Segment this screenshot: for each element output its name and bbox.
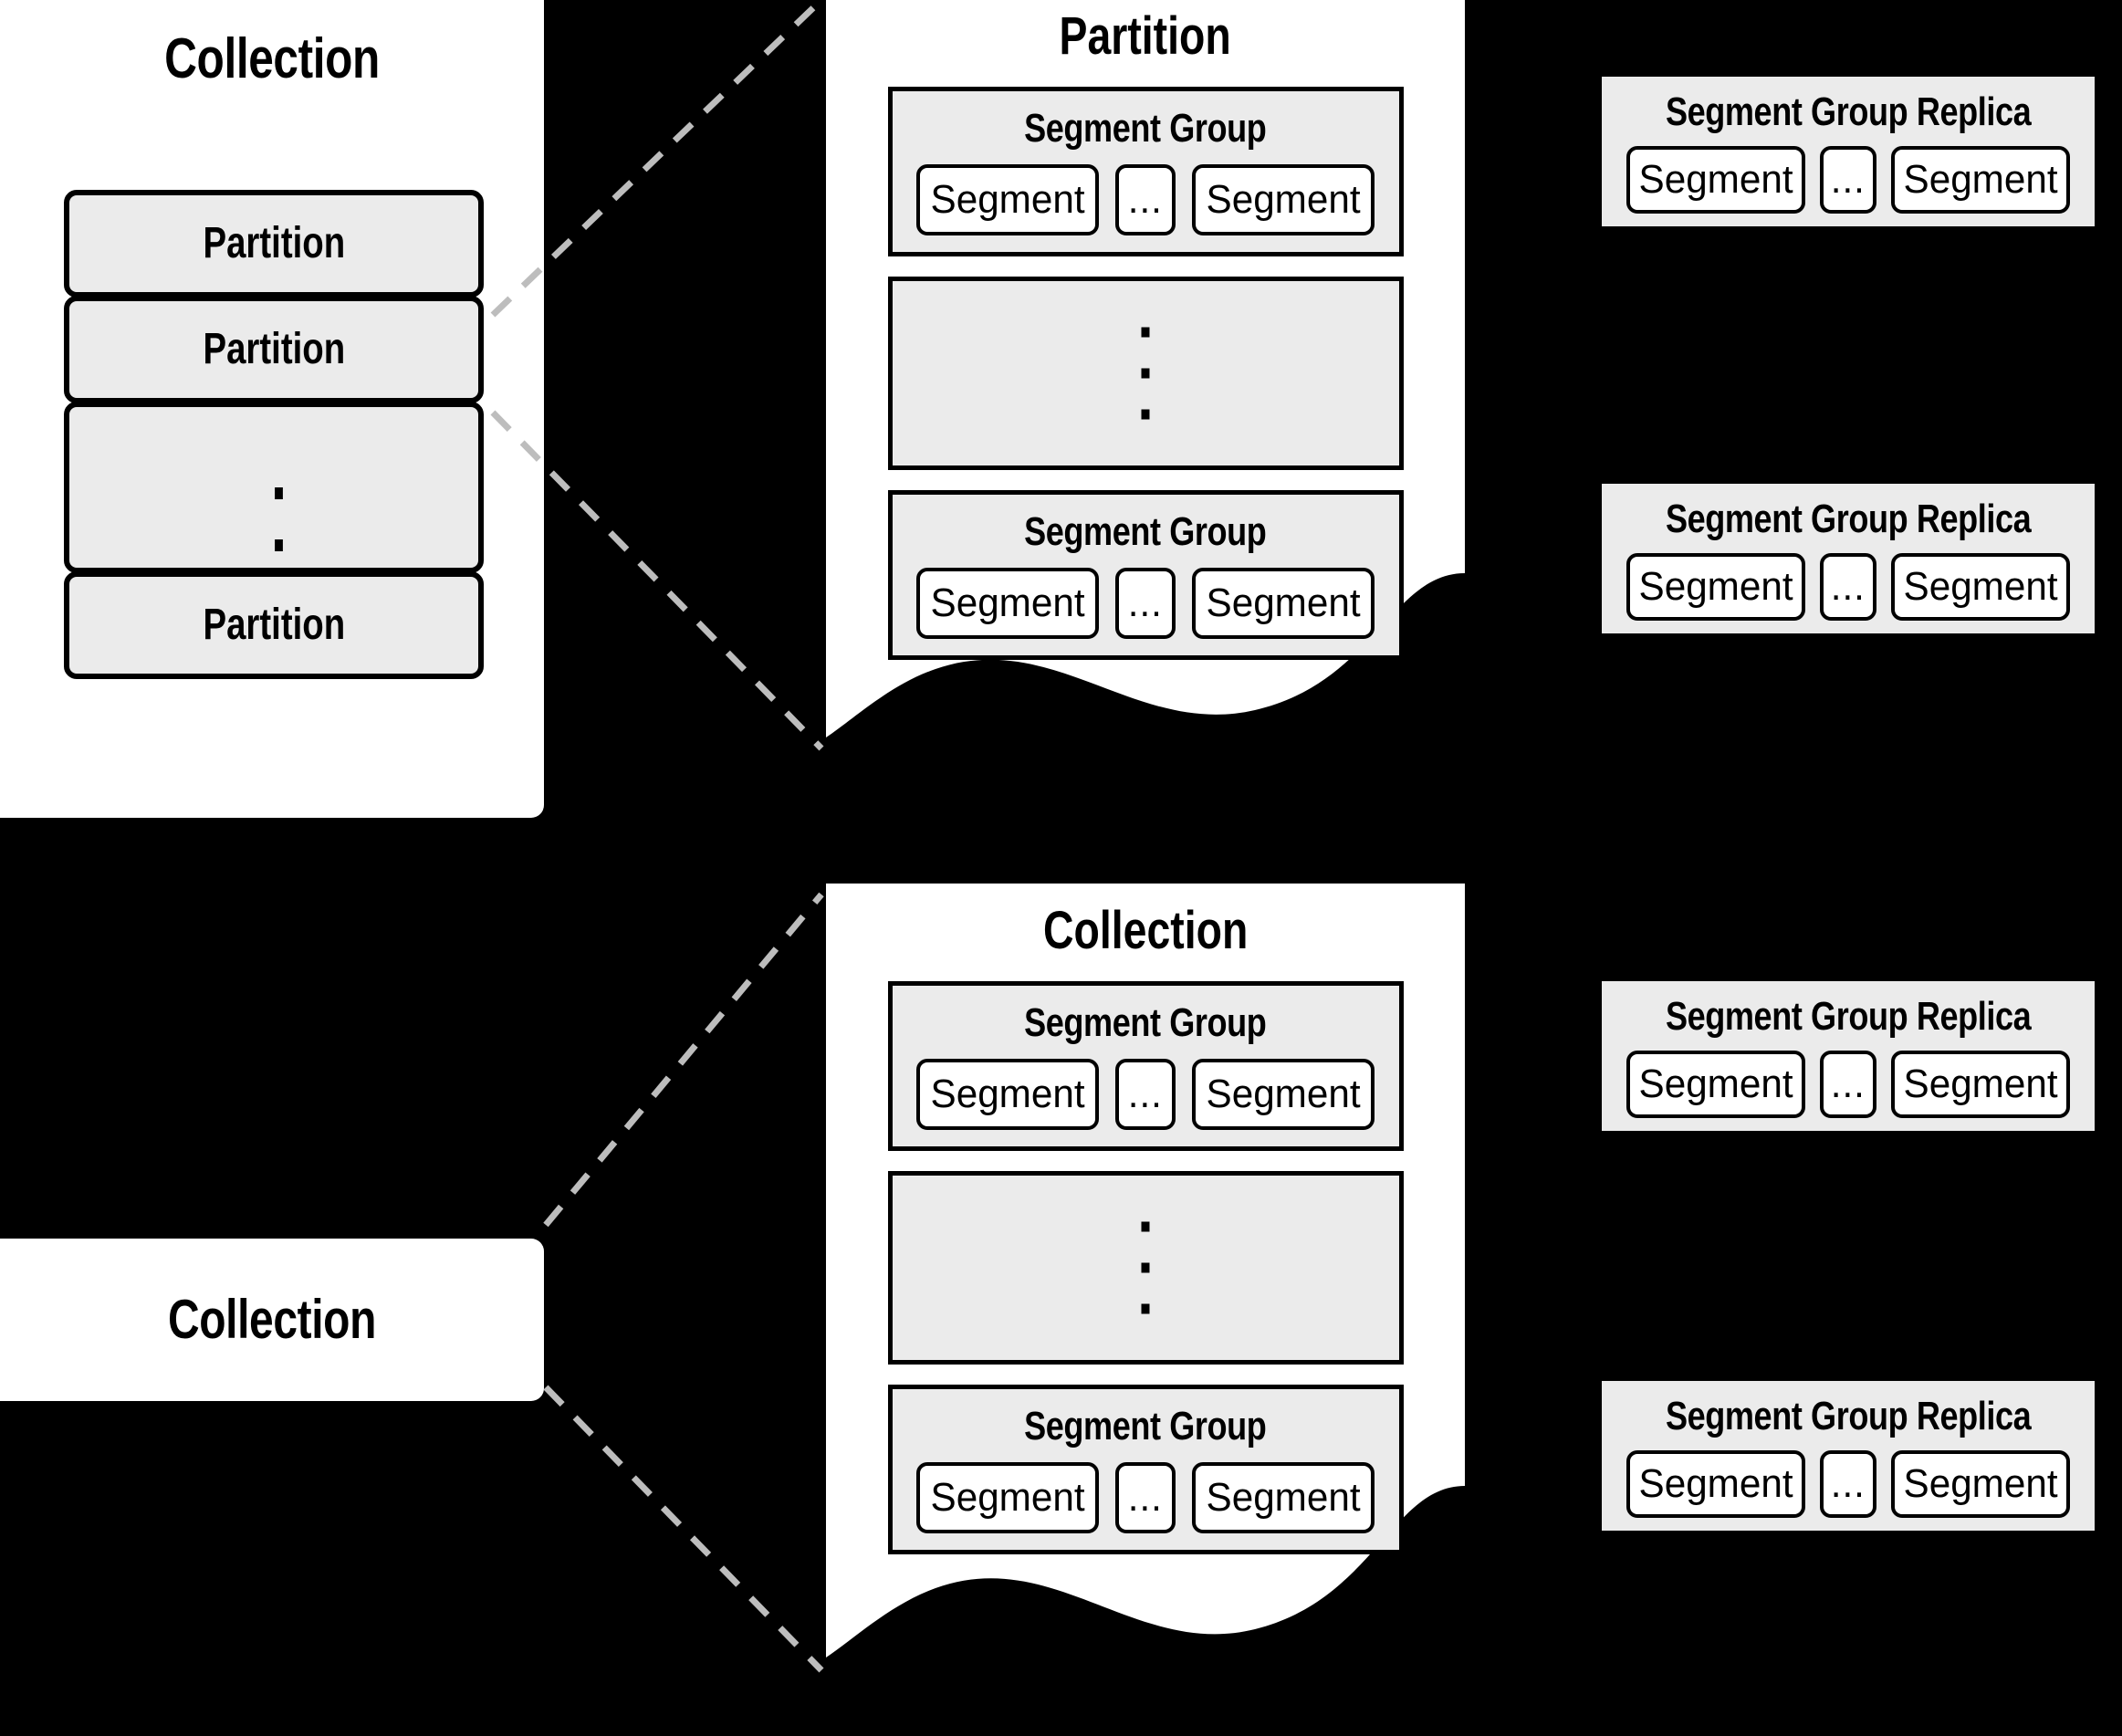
collection-card-bottom: Collection (0, 1239, 544, 1401)
segment-chip[interactable]: Segment (1192, 164, 1375, 235)
segment-chip[interactable]: Segment (1192, 568, 1375, 639)
segment-group-replica-4: Segment Group Replica Segment ... Segmen… (1602, 1381, 2095, 1531)
segment-group-1-title: Segment Group (893, 91, 1399, 152)
segment-ellipsis-icon: ... (1115, 1059, 1176, 1130)
segment-group-replica-1-row: Segment ... Segment (1602, 135, 2095, 214)
vertical-ellipsis-icon (1141, 1221, 1150, 1314)
segment-group-replica-1-title-text: Segment Group Replica (1665, 89, 2032, 134)
collection-top-title: Collection (164, 27, 380, 90)
segment-group-replica-2-title: Segment Group Replica (1602, 484, 2095, 542)
segment-chip[interactable]: Segment (1626, 1051, 1805, 1118)
segment-group-2: Segment Group Segment ... Segment (887, 490, 1404, 660)
segment-group-ellipsis-box-2 (887, 1171, 1404, 1365)
segment-group-3-row: Segment ... Segment (893, 1046, 1399, 1146)
segment-ellipsis-icon: ... (1115, 1462, 1176, 1533)
collection-detail-panel: Collection Segment Group Segment ... Seg… (826, 884, 1465, 1736)
collection-panel-title: Collection (826, 884, 1465, 961)
collection-card-top: Collection Partition Partition Partition (0, 0, 544, 818)
segment-group-replica-4-title-text: Segment Group Replica (1665, 1394, 2032, 1438)
segment-group-replica-4-title: Segment Group Replica (1602, 1381, 2095, 1439)
segment-group-replica-2: Segment Group Replica Segment ... Segmen… (1602, 484, 2095, 633)
segment-ellipsis-icon: ... (1820, 146, 1876, 214)
collection-panel-content: Collection Segment Group Segment ... Seg… (826, 884, 1465, 1554)
segment-ellipsis-icon: ... (1115, 568, 1176, 639)
segment-chip[interactable]: Segment (1891, 146, 2070, 214)
partition-panel-title: Partition (826, 0, 1465, 67)
connector-collection-to-panel-top (543, 892, 824, 1228)
segment-group-3-title-text: Segment Group (1024, 1000, 1267, 1045)
segment-chip[interactable]: Segment (1626, 553, 1805, 621)
segment-chip[interactable]: Segment (916, 164, 1099, 235)
segment-group-replica-3: Segment Group Replica Segment ... Segmen… (1602, 981, 2095, 1131)
segment-chip[interactable]: Segment (916, 1059, 1099, 1130)
segment-group-4: Segment Group Segment ... Segment (887, 1385, 1404, 1554)
segment-chip[interactable]: Segment (1626, 146, 1805, 214)
partition-item-2[interactable]: Partition (64, 296, 484, 403)
segment-group-replica-3-title-text: Segment Group Replica (1665, 994, 2032, 1039)
segment-group-3: Segment Group Segment ... Segment (887, 981, 1404, 1151)
segment-chip[interactable]: Segment (1192, 1059, 1375, 1130)
segment-group-replica-3-title: Segment Group Replica (1602, 981, 2095, 1040)
segment-group-1-row: Segment ... Segment (893, 152, 1399, 252)
segment-group-4-title: Segment Group (893, 1389, 1399, 1449)
segment-group-replica-4-row: Segment ... Segment (1602, 1439, 2095, 1518)
segment-group-replica-1-title: Segment Group Replica (1602, 77, 2095, 135)
segment-group-2-title-text: Segment Group (1024, 509, 1267, 554)
segment-group-1: Segment Group Segment ... Segment (887, 87, 1404, 256)
segment-group-3-title: Segment Group (893, 986, 1399, 1046)
segment-chip[interactable]: Segment (916, 568, 1099, 639)
partition-list: Partition Partition Partition (64, 190, 484, 679)
segment-chip[interactable]: Segment (1891, 1051, 2070, 1118)
segment-ellipsis-icon: ... (1820, 553, 1876, 621)
segment-chip[interactable]: Segment (1891, 1450, 2070, 1518)
connector-collection-to-panel-bottom (543, 1385, 824, 1673)
segment-group-2-title: Segment Group (893, 495, 1399, 555)
segment-ellipsis-icon: ... (1820, 1051, 1876, 1118)
partition-item-last[interactable]: Partition (64, 571, 484, 679)
segment-chip[interactable]: Segment (916, 1462, 1099, 1533)
partition-panel-content: Partition Segment Group Segment ... Segm… (826, 0, 1465, 660)
partition-ellipsis-box (64, 402, 484, 603)
segment-chip[interactable]: Segment (1626, 1450, 1805, 1518)
partition-panel-title-text: Partition (1059, 6, 1232, 66)
segment-group-4-row: Segment ... Segment (893, 1449, 1399, 1550)
segment-group-replica-1: Segment Group Replica Segment ... Segmen… (1602, 77, 2095, 226)
partition-item-2-label: Partition (203, 325, 345, 373)
vertical-ellipsis-icon (1141, 327, 1150, 420)
segment-group-1-title-text: Segment Group (1024, 106, 1267, 151)
segment-group-2-row: Segment ... Segment (893, 555, 1399, 655)
segment-group-4-title-text: Segment Group (1024, 1404, 1267, 1448)
collection-bottom-title: Collection (167, 1289, 376, 1350)
partition-detail-panel: Partition Segment Group Segment ... Segm… (826, 0, 1465, 810)
segment-ellipsis-icon: ... (1115, 164, 1176, 235)
segment-chip[interactable]: Segment (1891, 553, 2070, 621)
partition-item-1-label: Partition (203, 219, 345, 267)
segment-group-ellipsis-box-1 (887, 277, 1404, 470)
segment-group-replica-3-row: Segment ... Segment (1602, 1040, 2095, 1118)
segment-ellipsis-icon: ... (1820, 1450, 1876, 1518)
segment-chip[interactable]: Segment (1192, 1462, 1375, 1533)
segment-group-replica-2-title-text: Segment Group Replica (1665, 497, 2032, 541)
collection-panel-title-text: Collection (1042, 901, 1249, 960)
partition-item-last-label: Partition (203, 601, 345, 649)
partition-item-1[interactable]: Partition (64, 190, 484, 298)
segment-group-replica-2-row: Segment ... Segment (1602, 542, 2095, 621)
